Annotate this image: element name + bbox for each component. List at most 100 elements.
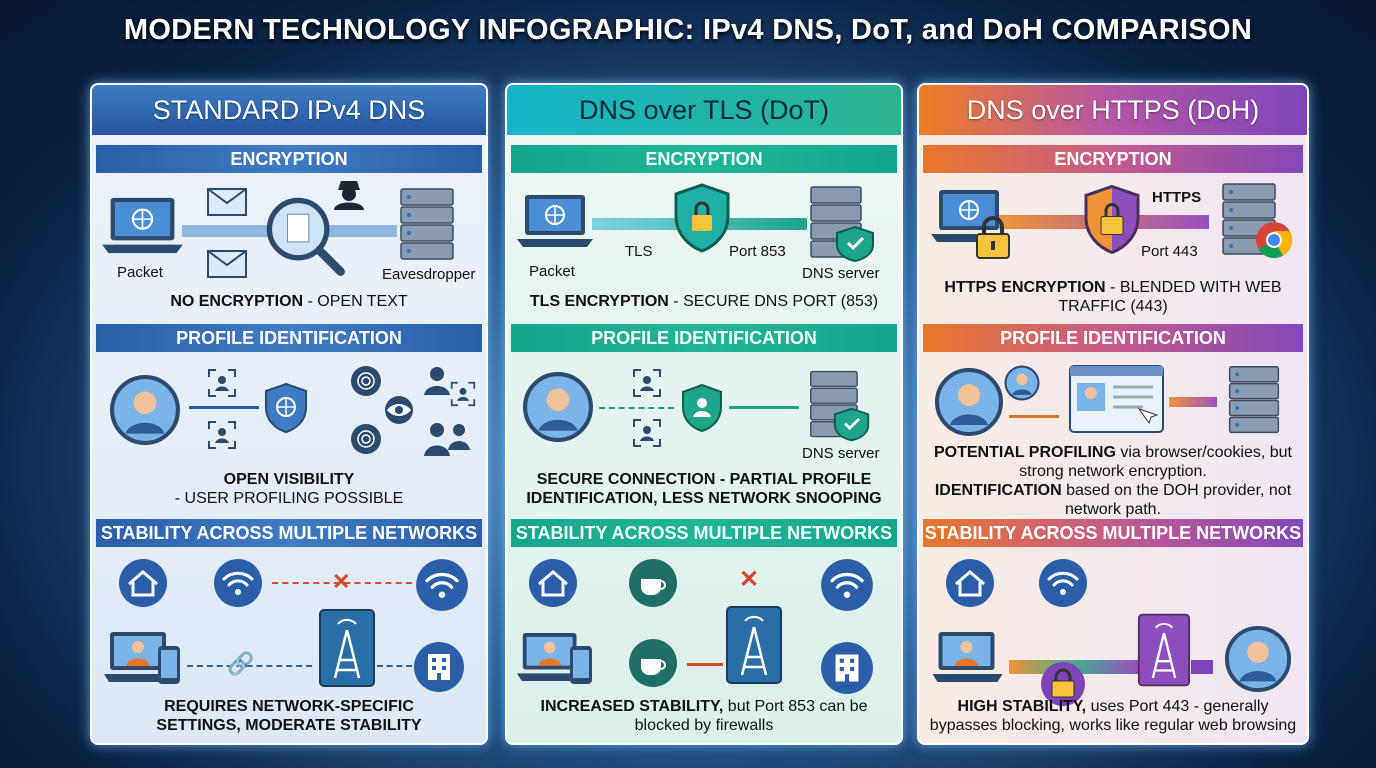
wifi-icon bbox=[414, 557, 470, 613]
path bbox=[599, 407, 674, 409]
section-profile: PROFILE IDENTIFICATION bbox=[923, 324, 1303, 352]
dns-server-label: DNS server bbox=[802, 445, 880, 462]
x-mark-icon: ✕ bbox=[739, 566, 760, 593]
column-header: STANDARD IPv4 DNS bbox=[92, 85, 486, 135]
caption-text: SETTINGS, MODERATE STABILITY bbox=[156, 717, 422, 734]
server-icon bbox=[1219, 180, 1279, 260]
tls-label: TLS bbox=[625, 243, 653, 260]
laptop-user-icon bbox=[931, 630, 1009, 685]
laptop-user-icon bbox=[517, 630, 589, 685]
column-dot: DNS over TLS (DoT) ENCRYPTION Packet TLS… bbox=[505, 83, 903, 745]
stability-caption: HIGH STABILITY, uses Port 443 - generall… bbox=[925, 697, 1301, 735]
person-icon bbox=[422, 365, 452, 395]
laptop-user-icon bbox=[104, 630, 179, 685]
people-icon bbox=[422, 420, 472, 456]
caption-text: based on the DOH provider, not network p… bbox=[1061, 482, 1292, 518]
face-scan-icon bbox=[632, 368, 662, 398]
shield-lock-icon bbox=[1082, 183, 1142, 258]
server-icon bbox=[807, 183, 877, 263]
shield-icon bbox=[262, 382, 310, 434]
browser-icon bbox=[1254, 220, 1294, 260]
fingerprint-icon bbox=[350, 423, 382, 455]
section-profile: PROFILE IDENTIFICATION bbox=[96, 324, 482, 352]
server-icon bbox=[397, 185, 457, 265]
packet-label: Packet bbox=[529, 263, 575, 280]
column-header: DNS over HTTPS (DoH) bbox=[919, 85, 1307, 135]
caption-text: - USER PROFILING POSSIBLE bbox=[174, 490, 404, 507]
database-server-icon bbox=[1219, 363, 1289, 438]
section-profile: PROFILE IDENTIFICATION bbox=[511, 324, 897, 352]
arrow-icon bbox=[687, 663, 723, 666]
caption-text: - SECURE DNS PORT (853) bbox=[668, 293, 879, 310]
arrow-icon bbox=[1169, 397, 1217, 407]
lock-icon bbox=[974, 215, 1012, 259]
eavesdropper-icon bbox=[332, 178, 366, 210]
caption-bold: HIGH STABILITY, bbox=[957, 698, 1087, 715]
home-icon bbox=[527, 557, 579, 609]
user-avatar-icon bbox=[1224, 625, 1292, 693]
cell-tower-icon bbox=[725, 605, 783, 685]
profile-caption: OPEN VISIBILITY - USER PROFILING POSSIBL… bbox=[98, 470, 480, 508]
stability-caption: REQUIRES NETWORK-SPECIFIC SETTINGS, MODE… bbox=[98, 697, 480, 735]
broken-link-icon: 🔗 bbox=[227, 651, 255, 676]
column-standard-dns: STANDARD IPv4 DNS ENCRYPTION Packet Eave… bbox=[90, 83, 488, 745]
section-stability: STABILITY ACROSS MULTIPLE NETWORKS bbox=[511, 519, 897, 547]
path bbox=[377, 665, 412, 667]
caption-bold: INCREASED STABILITY, bbox=[540, 698, 724, 715]
arrow-icon bbox=[189, 406, 259, 409]
cell-tower-icon bbox=[1137, 610, 1191, 690]
caption-bold: TLS ENCRYPTION bbox=[529, 293, 669, 310]
lock-icon bbox=[1039, 660, 1087, 708]
cell-tower-icon bbox=[318, 608, 376, 688]
caption-bold: HTTPS ENCRYPTION bbox=[944, 279, 1106, 296]
blocked-path bbox=[272, 582, 412, 584]
caption-bold: IDENTIFICATION bbox=[934, 482, 1062, 499]
laptop-icon bbox=[100, 193, 185, 258]
wifi-icon bbox=[819, 557, 875, 613]
port-label: Port 853 bbox=[729, 243, 786, 260]
stability-caption: INCREASED STABILITY, but Port 853 can be… bbox=[513, 697, 895, 735]
building-icon bbox=[412, 640, 466, 694]
caption-bold: POTENTIAL PROFILING bbox=[933, 444, 1116, 461]
face-scan-icon bbox=[450, 381, 476, 407]
home-icon bbox=[117, 557, 169, 609]
x-mark-icon: ✕ bbox=[332, 569, 351, 594]
https-label: HTTPS bbox=[1152, 189, 1202, 206]
caption-bold: REQUIRES NETWORK-SPECIFIC bbox=[164, 698, 414, 715]
section-encryption: ENCRYPTION bbox=[923, 145, 1303, 173]
server-icon bbox=[807, 365, 872, 445]
caption-bold: OPEN VISIBILITY bbox=[223, 471, 355, 488]
path bbox=[187, 665, 312, 667]
envelope-icon bbox=[207, 188, 247, 216]
eavesdropper-label: Eavesdropper bbox=[382, 266, 476, 283]
phone-icon bbox=[569, 645, 593, 685]
user-avatar-icon bbox=[109, 374, 181, 446]
arrow-icon bbox=[729, 406, 799, 409]
caption-bold: NO ENCRYPTION bbox=[170, 293, 304, 310]
user-avatar-icon bbox=[1004, 365, 1040, 401]
section-stability: STABILITY ACROSS MULTIPLE NETWORKS bbox=[923, 519, 1303, 547]
building-icon bbox=[819, 640, 875, 696]
encryption-caption: TLS ENCRYPTION - SECURE DNS PORT (853) bbox=[513, 292, 895, 311]
phone-icon bbox=[157, 645, 181, 685]
profile-caption: SECURE CONNECTION - PARTIAL PROFILE IDEN… bbox=[513, 470, 895, 508]
caption-text: - PARTIAL PROFILE IDENTIFICATION, LESS N… bbox=[526, 471, 882, 507]
caption-bold: SECURE CONNECTION bbox=[536, 471, 716, 488]
fingerprint-icon bbox=[350, 365, 382, 397]
packet-label: Packet bbox=[117, 264, 163, 281]
caption-text: uses Port 443 - generally bypasses block… bbox=[929, 698, 1297, 734]
user-avatar-icon bbox=[934, 367, 1004, 437]
profile-caption: POTENTIAL PROFILING via browser/cookies,… bbox=[925, 443, 1301, 519]
eye-icon bbox=[382, 395, 416, 425]
wifi-icon bbox=[212, 557, 264, 609]
face-scan-icon bbox=[207, 368, 237, 398]
port-label: Port 443 bbox=[1141, 243, 1198, 260]
face-scan-icon bbox=[207, 420, 237, 450]
envelope-icon bbox=[207, 250, 247, 278]
caption-text: via browser/cookies, but strong network … bbox=[1019, 444, 1292, 480]
arrow-icon bbox=[1009, 415, 1059, 418]
laptop-icon bbox=[929, 185, 1009, 247]
encryption-caption: HTTPS ENCRYPTION - BLENDED WITH WEB TRAF… bbox=[925, 278, 1301, 316]
column-doh: DNS over HTTPS (DoH) ENCRYPTION HTTPS Po… bbox=[917, 83, 1309, 745]
column-header: DNS over TLS (DoT) bbox=[507, 85, 901, 135]
